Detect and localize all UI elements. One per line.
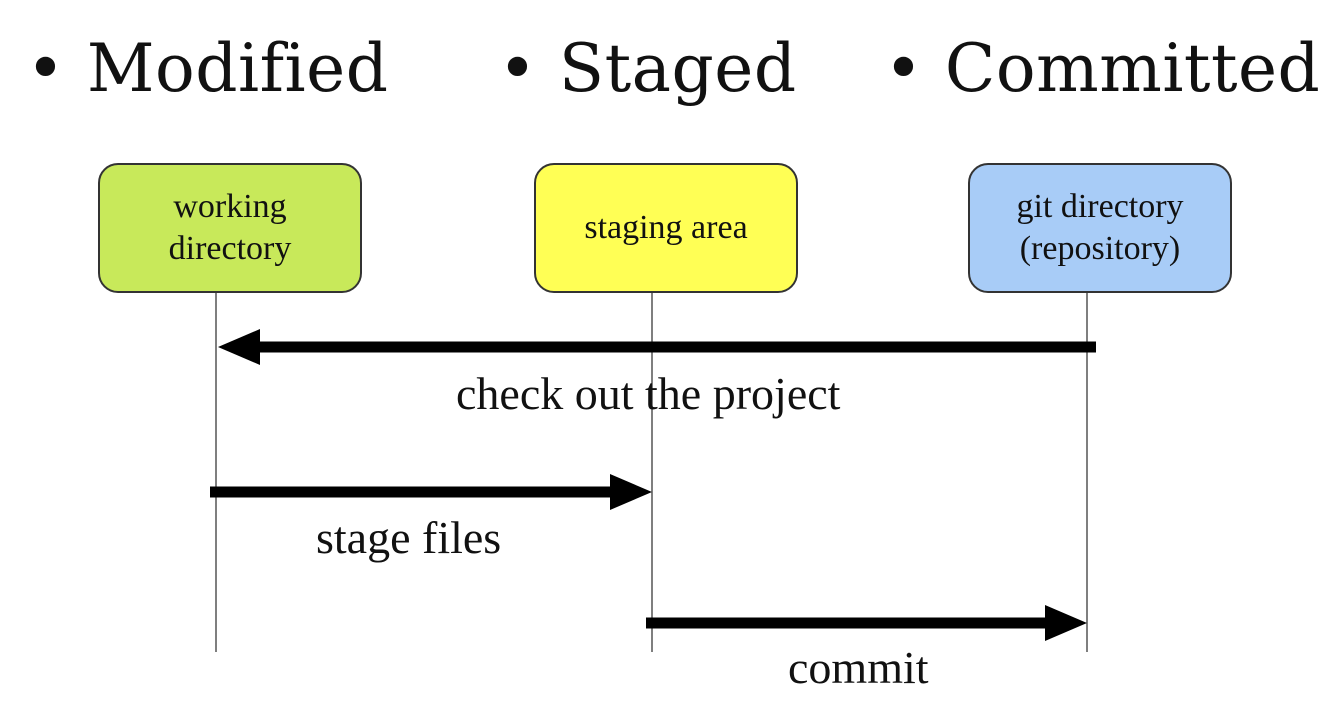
commit-label: commit xyxy=(788,642,929,693)
git-line2: (repository) xyxy=(1019,230,1181,267)
stage-label: stage files xyxy=(316,512,502,563)
stage-arrow xyxy=(210,474,652,510)
working-directory-box: working directory xyxy=(98,163,362,293)
staging-area-box: staging area xyxy=(534,163,798,293)
checkout-label: check out the project xyxy=(456,368,841,419)
heading-modified: • Modified xyxy=(26,30,389,107)
commit-arrow xyxy=(646,605,1087,641)
git-directory-box: git directory (repository) xyxy=(968,163,1232,293)
checkout-arrow xyxy=(218,329,1096,365)
staging-line1: staging area xyxy=(584,209,748,246)
heading-staged: • Staged xyxy=(498,30,797,107)
working-line2: directory xyxy=(168,230,292,267)
git-line1: git directory xyxy=(1016,188,1184,225)
heading-committed: • Committed xyxy=(884,30,1321,107)
working-line1: working xyxy=(173,188,287,225)
